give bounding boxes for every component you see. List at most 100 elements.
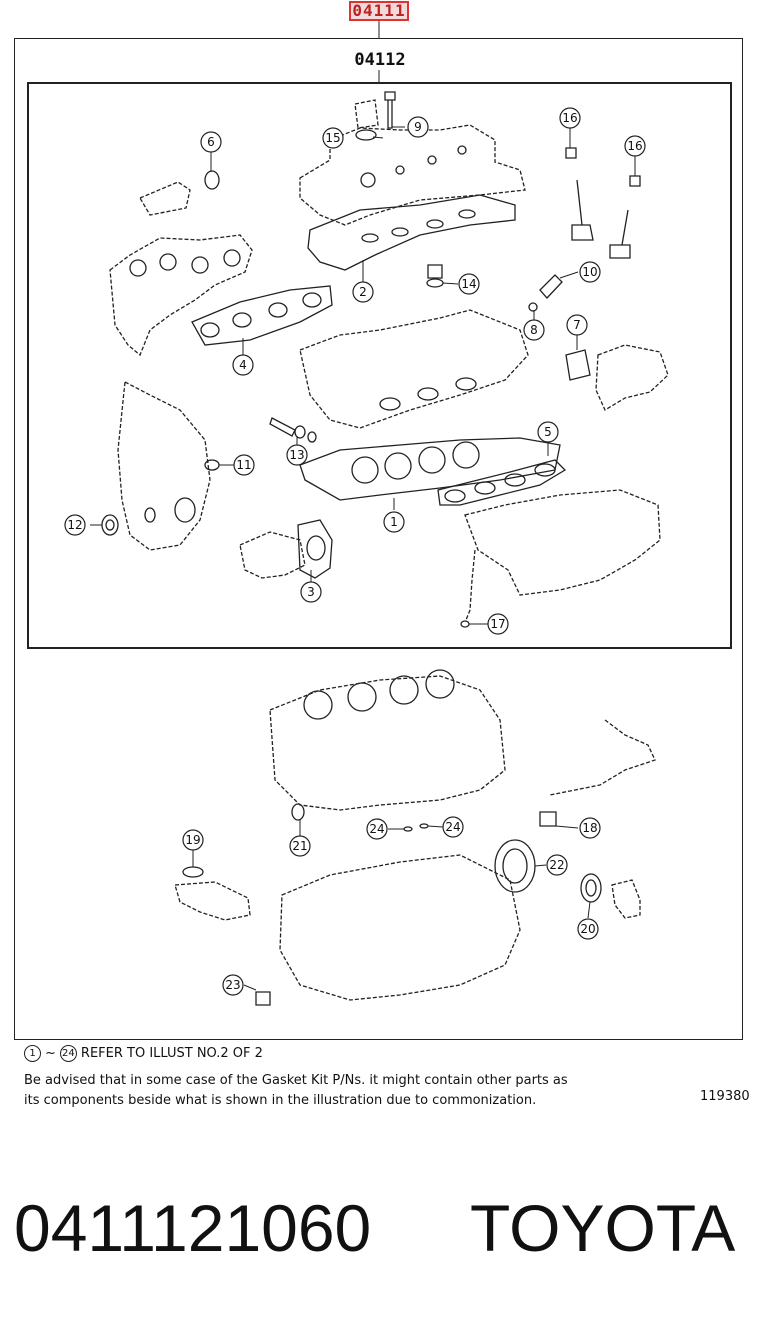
oil-pan-upper [279,854,521,1001]
callout-15[interactable]: 15 [322,127,344,149]
callout-8[interactable]: 8 [523,319,545,341]
exhaust-manifold [109,234,253,357]
refer-end-number: 24 [59,1045,77,1062]
callout-5[interactable]: 5 [537,421,559,443]
svg-text:13: 13 [289,448,304,462]
callout-18[interactable]: 18 [579,817,601,839]
svg-text:10: 10 [582,265,597,279]
callout-16[interactable]: 16 [559,107,581,129]
svg-text:16: 16 [562,111,577,125]
callout-17[interactable]: 17 [487,613,509,635]
timing-cover [117,380,211,551]
cylinder-block [269,669,506,811]
svg-text:19: 19 [185,833,200,847]
svg-text:15: 15 [325,131,340,145]
callout-11[interactable]: 11 [233,454,255,476]
small-seals [403,823,429,832]
inner-frame [27,82,732,649]
svg-text:24: 24 [445,820,460,834]
svg-text:24: 24 [369,822,384,836]
callout-10[interactable]: 10 [579,261,601,283]
refer-start-number: 1 [24,1045,41,1062]
water-pump [239,531,306,579]
injector-seal [528,274,563,312]
valve-stem-seal [565,147,641,187]
svg-text:14: 14 [461,277,476,291]
callout-22[interactable]: 22 [546,854,568,876]
callout-23[interactable]: 23 [222,974,244,996]
o-ring-small [204,459,220,471]
callout-19[interactable]: 19 [182,829,204,851]
svg-text:3: 3 [307,585,315,599]
block-o-ring [291,803,305,821]
svg-text:9: 9 [414,120,422,134]
outer-frame [14,38,743,1040]
svg-text:16: 16 [627,139,642,153]
svg-text:4: 4 [239,358,247,372]
advice-line-2: its components beside what is shown in t… [24,1093,537,1108]
intake-manifold [464,489,661,596]
callout-21[interactable]: 21 [289,835,311,857]
intake-manifold-gasket [437,459,567,506]
cylinder-head-cover [299,124,526,226]
callout-12[interactable]: 12 [64,514,86,536]
diagram-id: 119380 [700,1089,750,1104]
callout-3[interactable]: 3 [300,581,322,603]
rear-oil-seal [494,839,536,893]
svg-text:20: 20 [580,922,595,936]
svg-text:11: 11 [236,458,251,472]
svg-text:23: 23 [225,978,240,992]
cover-bolt [384,91,396,129]
highlighted-part-label[interactable]: 04111 [349,1,409,21]
advice-note: Be advised that in some case of the Gask… [24,1071,614,1111]
water-inlet-o-ring [580,873,602,903]
water-bypass-pipe [539,719,656,827]
refer-text: REFER TO ILLUST NO.2 OF 2 [80,1046,263,1061]
oil-strainer [174,866,251,921]
drain-plug [255,991,271,1006]
camshaft-seal [269,417,317,443]
dipstick-guide [460,549,476,628]
cover-gasket [307,194,516,271]
callout-13[interactable]: 13 [286,444,308,466]
callout-16-b[interactable]: 16 [624,135,646,157]
water-pump-gasket [297,519,333,579]
callout-24-b[interactable]: 24 [442,816,464,838]
part-number: 0411121060 [14,1191,372,1265]
svg-text:17: 17 [490,617,505,631]
callout-9[interactable]: 9 [407,116,429,138]
callout-24[interactable]: 24 [366,818,388,840]
oil-filler-cap [354,99,379,141]
subassembly-label[interactable]: 04112 [354,50,406,70]
brand-name: TOYOTA [470,1191,736,1265]
valve-left [571,179,594,241]
callout-2[interactable]: 2 [352,281,374,303]
advice-line-1: Be advised that in some case of the Gask… [24,1073,568,1088]
water-outlet [565,344,669,411]
svg-text:2: 2 [359,285,367,299]
svg-text:6: 6 [207,135,215,149]
svg-text:18: 18 [582,821,597,835]
svg-text:7: 7 [573,318,581,332]
callout-1[interactable]: 1 [383,511,405,533]
svg-text:1: 1 [390,515,398,529]
water-inlet [611,879,641,919]
svg-text:5: 5 [544,425,552,439]
valve-right [609,209,631,259]
refer-note: 1 ~ 24 REFER TO ILLUST NO.2 OF 2 [24,1045,263,1062]
callout-14[interactable]: 14 [458,273,480,295]
exhaust-pipe-section [139,170,220,216]
svg-text:21: 21 [292,839,307,853]
svg-text:8: 8 [530,323,538,337]
front-oil-seal [101,514,119,536]
callout-20[interactable]: 20 [577,918,599,940]
cylinder-head [299,309,529,429]
callout-6[interactable]: 6 [200,131,222,153]
exhaust-manifold-gasket [191,285,333,346]
refer-tilde: ~ [45,1046,56,1061]
svg-text:12: 12 [67,518,82,532]
callout-4[interactable]: 4 [232,354,254,376]
svg-text:22: 22 [549,858,564,872]
callout-7[interactable]: 7 [566,314,588,336]
exploded-parts-diagram: 1 2 3 4 5 6 7 8 9 10 11 12 13 14 15 16 1… [64,21,669,1006]
